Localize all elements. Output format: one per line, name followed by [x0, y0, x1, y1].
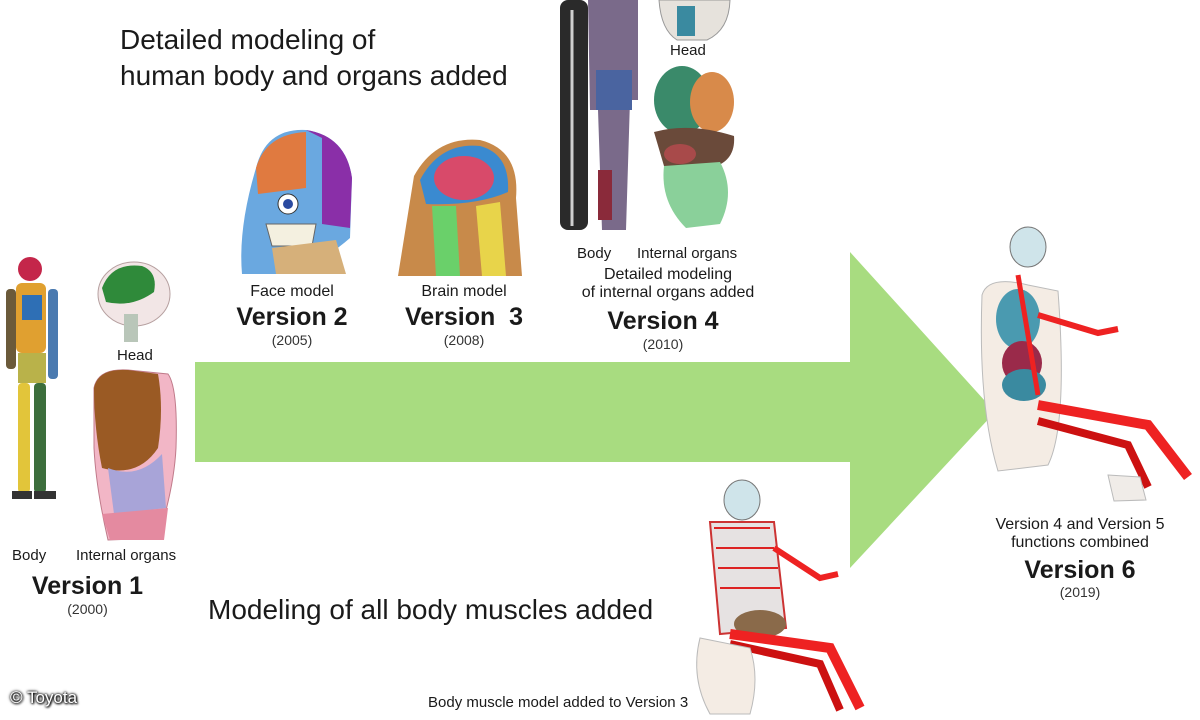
- v4-caption-line-2: of internal organs added: [581, 284, 755, 301]
- v4-body-label: Body: [577, 245, 612, 262]
- top-heading-line-1: Detailed modeling of: [120, 24, 376, 55]
- v1-organs-label: Internal organs: [76, 547, 177, 564]
- v1-organs-model-image: [93, 369, 177, 541]
- v6-caption: Version 4 and Version 5 functions combin…: [960, 516, 1200, 552]
- v4-title: Version 4: [607, 307, 719, 335]
- v3-title: Version 3: [404, 303, 524, 331]
- v4-caption: Detailed modeling of internal organs add…: [568, 266, 768, 302]
- v1-head-label: Head: [117, 347, 153, 364]
- v3-year: (2008): [443, 332, 485, 348]
- v4-organs-model-image: [654, 66, 735, 228]
- v3-brain-model-image: [398, 139, 522, 276]
- v2-caption: Face model: [250, 283, 334, 300]
- top-heading: Detailed modeling of human body and orga…: [120, 22, 508, 94]
- v4-organs-label: Internal organs: [637, 245, 738, 262]
- v6-title: Version 6: [1024, 556, 1136, 584]
- v4-head-label: Head: [670, 42, 706, 59]
- v4-head-model-image: [658, 0, 731, 41]
- v5-muscle-model-image: [696, 479, 865, 715]
- v6-caption-line-1: Version 4 and Version 5: [995, 516, 1165, 533]
- v1-head-model-image: [97, 261, 171, 342]
- v4-caption-line-1: Detailed modeling: [603, 266, 733, 283]
- v2-face-model-image: [241, 129, 352, 274]
- v3-caption: Brain model: [421, 283, 507, 300]
- v4-body-model-image: [560, 0, 638, 230]
- v6-year: (2019): [1059, 584, 1101, 600]
- v1-year: (2000): [67, 601, 108, 617]
- v1-body-label: Body: [12, 547, 47, 564]
- copyright-notice: © Toyota: [10, 688, 78, 707]
- v1-title: Version 1: [31, 572, 144, 600]
- v4-year: (2010): [642, 336, 684, 352]
- v6-caption-line-2: functions combined: [1011, 534, 1149, 551]
- v5-caption: Body muscle model added to Version 3: [428, 694, 689, 711]
- bottom-heading: Modeling of all body muscles added: [208, 594, 654, 625]
- v6-combined-model-image: [980, 226, 1192, 502]
- top-heading-line-2: human body and organs added: [120, 60, 508, 91]
- v2-title: Version 2: [236, 303, 348, 331]
- v2-year: (2005): [271, 332, 313, 348]
- v1-body-model-image: [6, 257, 58, 499]
